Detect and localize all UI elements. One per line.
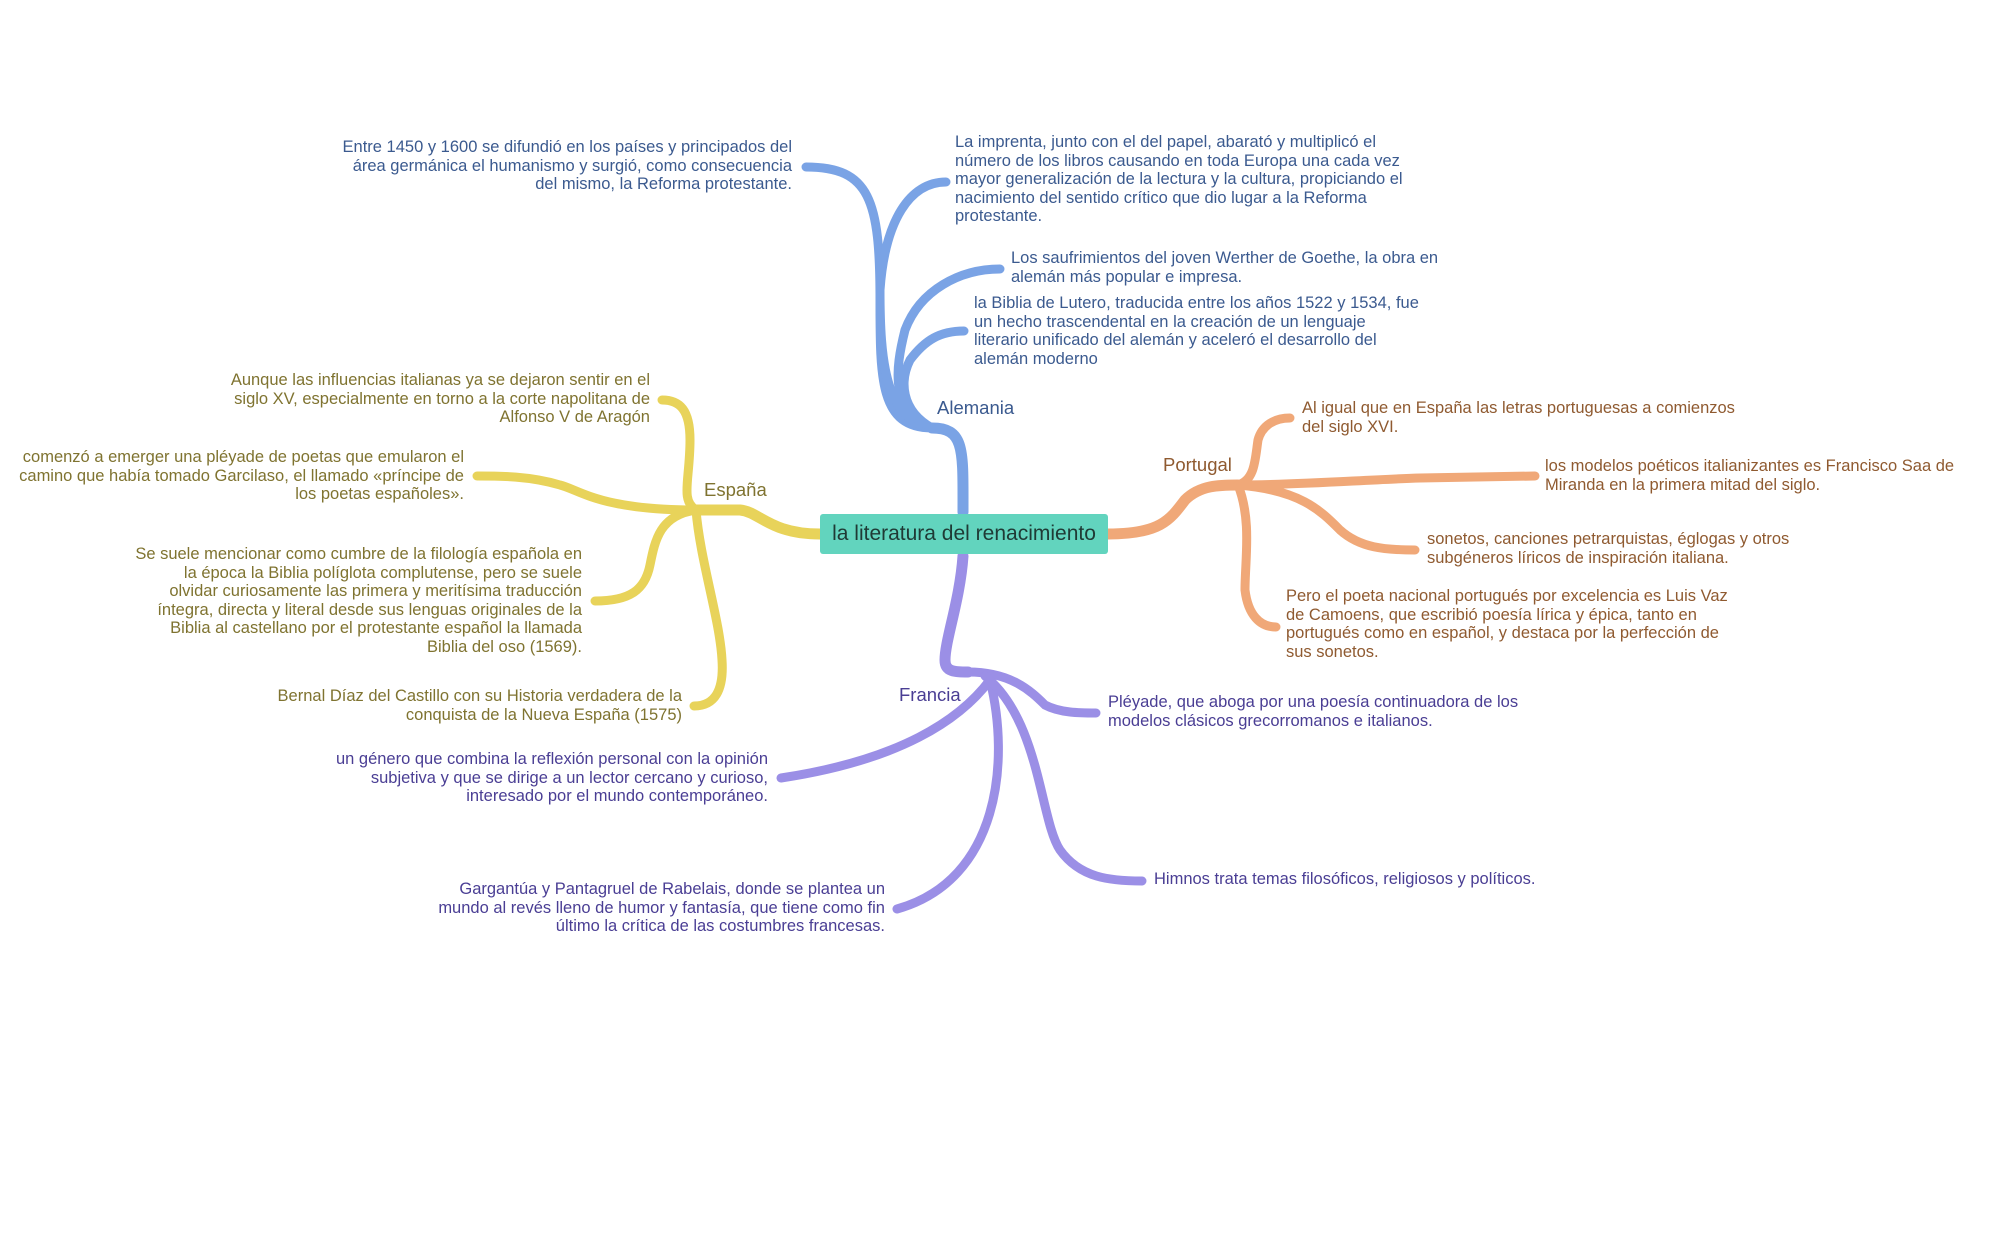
francia-item[interactable]: un género que combina la reflexión perso…: [335, 750, 768, 806]
alemania-item[interactable]: La imprenta, junto con el del papel, aba…: [955, 133, 1403, 226]
connector-alemania-4: [899, 326, 969, 433]
portugal-item[interactable]: sonetos, canciones petrarquistas, égloga…: [1427, 530, 1790, 567]
alemania-item[interactable]: Entre 1450 y 1600 se difundió en los paí…: [342, 138, 792, 194]
connector-alemania-1: [801, 162, 937, 433]
espana-item[interactable]: Bernal Díaz del Castillo con su Historia…: [277, 687, 682, 724]
connector-francia-4: [980, 671, 1147, 886]
connector-center-espana: [690, 504, 826, 540]
topic-francia[interactable]: Francia: [899, 684, 961, 705]
connector-espana-2: [472, 471, 701, 515]
topic-alemania[interactable]: Alemania: [937, 397, 1015, 418]
connector-center-portugal: [1102, 479, 1244, 540]
francia-item[interactable]: Gargantúa y Pantagruel de Rabelais, dond…: [438, 880, 885, 936]
francia-item[interactable]: Pléyade, que aboga por una poesía contin…: [1108, 693, 1519, 730]
connector-center-francia: [939, 550, 974, 678]
espana-item[interactable]: Se suele mencionar como cumbre de la fil…: [135, 545, 582, 656]
alemania-connectors: [801, 162, 1005, 518]
connector-portugal-2: [1233, 471, 1540, 490]
topic-espana[interactable]: España: [704, 479, 767, 500]
central-topic-label: la literatura del renacimiento: [832, 522, 1096, 545]
alemania-item[interactable]: Los saufrimientos del joven Werther de G…: [1011, 249, 1439, 286]
espana-item[interactable]: Aunque las influencias italianas ya se d…: [230, 371, 650, 427]
portugal-item[interactable]: los modelos poéticos italianizantes es F…: [1545, 457, 1955, 494]
portugal-item[interactable]: Pero el poeta nacional portugués por exc…: [1286, 587, 1728, 661]
connector-portugal-4: [1233, 480, 1281, 632]
francia-item[interactable]: Himnos trata temas filosóficos, religios…: [1154, 870, 1536, 888]
portugal-item[interactable]: Al igual que en España las letras portug…: [1302, 399, 1735, 436]
espana-item[interactable]: comenzó a emerger una pléyade de poetas …: [19, 448, 464, 504]
connector-center-alemania: [926, 422, 969, 518]
connector-francia-3: [892, 675, 1003, 914]
connector-espana-3: [590, 505, 701, 606]
central-topic[interactable]: la literatura del renacimiento: [820, 514, 1108, 554]
topic-portugal[interactable]: Portugal: [1163, 454, 1232, 475]
connector-espana-4: [689, 505, 727, 711]
alemania-item[interactable]: la Biblia de Lutero, traducida entre los…: [974, 294, 1419, 368]
espana-connectors: [472, 395, 826, 711]
connector-francia-2: [776, 675, 995, 783]
portugal-connectors: [1102, 413, 1540, 632]
francia-connectors: [776, 550, 1147, 914]
connector-alemania-2: [875, 177, 951, 433]
connector-espana-1: [657, 395, 701, 515]
connector-portugal-3: [1233, 480, 1420, 555]
connector-portugal-1: [1233, 413, 1295, 490]
connector-francia-1: [963, 667, 1101, 718]
